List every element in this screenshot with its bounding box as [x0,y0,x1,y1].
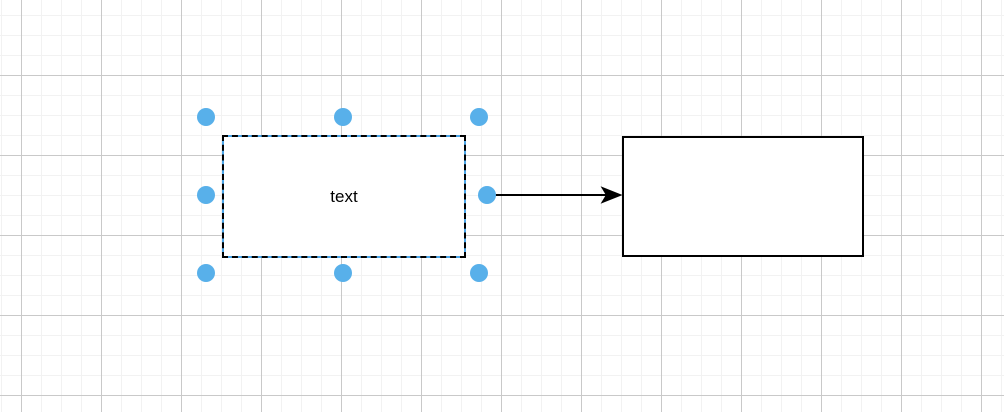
handle-middle-right[interactable] [478,186,496,204]
shape-rectangle-plain[interactable] [622,136,864,257]
handle-top-right[interactable] [470,108,488,126]
handle-middle-left[interactable] [197,186,215,204]
handle-bottom-center[interactable] [334,264,352,282]
handle-top-left[interactable] [197,108,215,126]
handle-bottom-left[interactable] [197,264,215,282]
shape-rectangle-selected-label: text [330,186,358,206]
shape-rectangle-selected[interactable]: text [223,136,465,257]
handle-top-center[interactable] [334,108,352,126]
edge-arrowhead-icon [600,186,623,204]
edge-shape1-to-shape2[interactable] [490,186,623,204]
handle-bottom-right[interactable] [470,264,488,282]
